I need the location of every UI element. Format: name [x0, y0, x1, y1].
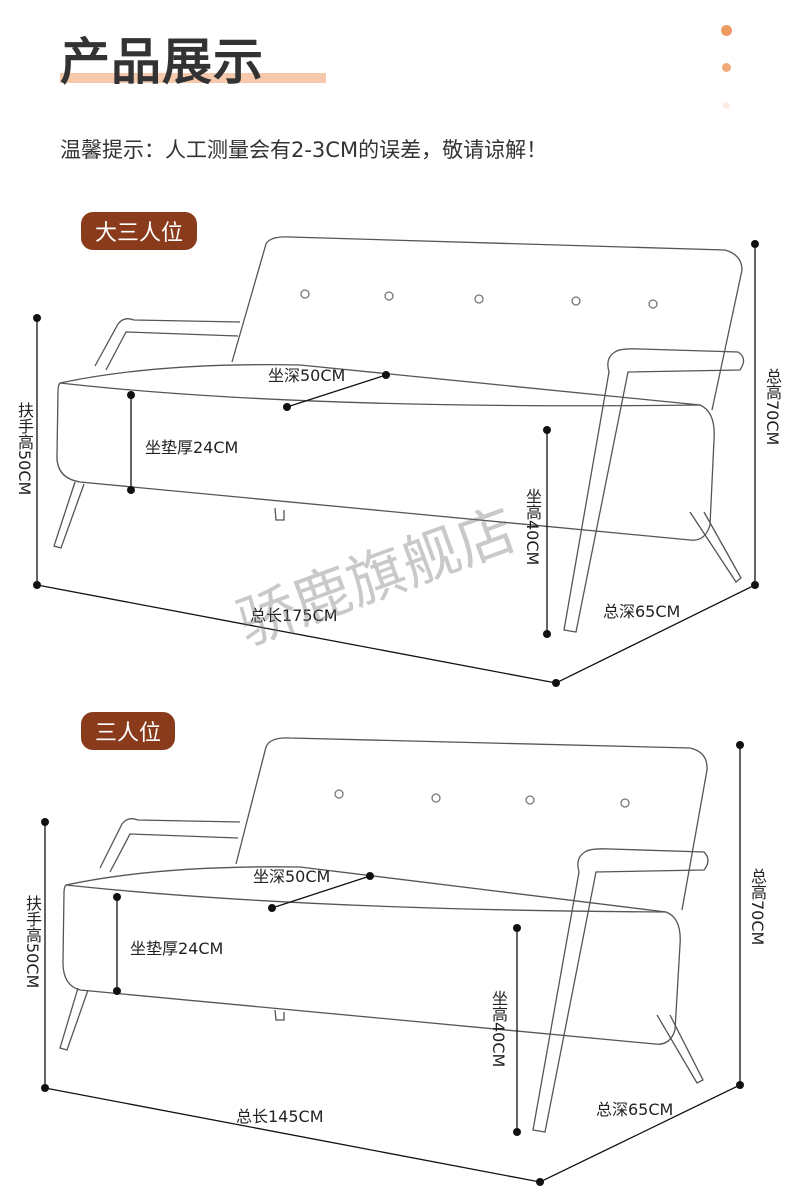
seat-height-label: 坐高40CM [489, 990, 508, 1068]
sofa-size-badge: 三人位 [81, 712, 176, 750]
decor-dot [722, 63, 731, 72]
decor-dot [723, 102, 730, 109]
cushion-thickness-label: 坐垫厚24CM [145, 438, 239, 457]
total-length-label: 总长145CM [236, 1107, 324, 1126]
seat-depth-label: 坐深50CM [253, 867, 331, 886]
arm-height-label: 扶手高50CM [15, 402, 34, 496]
seat-height-label: 坐高40CM [523, 488, 542, 566]
total-length-label: 总长175CM [250, 606, 338, 625]
sofa-size-badge: 大三人位 [81, 212, 198, 250]
total-depth-label: 总深65CM [596, 1100, 674, 1119]
seat-depth-label: 坐深50CM [268, 366, 346, 385]
measurement-tip: 温馨提示：人工测量会有2-3CM的误差，敬请谅解！ [60, 138, 548, 162]
cushion-thickness-label: 坐垫厚24CM [130, 939, 224, 958]
total-depth-label: 总深65CM [603, 602, 681, 621]
page-title: 产品展示 [60, 33, 264, 91]
title-underline [60, 73, 326, 83]
dimension-lines [33, 240, 759, 1186]
sofa-large-drawing [53, 236, 745, 633]
total-height-label: 总高70CM [763, 368, 782, 446]
sofa-standard-drawing [59, 737, 709, 1133]
total-height-label: 总高70CM [748, 868, 767, 946]
arm-height-label: 扶手高50CM [23, 895, 42, 989]
decor-dot [721, 25, 732, 36]
